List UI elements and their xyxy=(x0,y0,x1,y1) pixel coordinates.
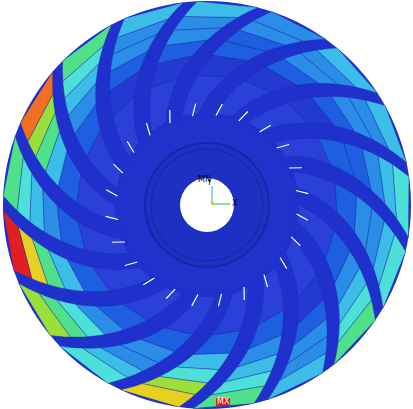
blade-band xyxy=(57,205,85,250)
slit xyxy=(166,289,175,298)
blade-band xyxy=(20,71,53,141)
blade xyxy=(150,1,259,131)
slit xyxy=(297,214,308,220)
origin xyxy=(211,202,214,205)
blade-band xyxy=(184,1,258,17)
slit xyxy=(112,241,125,242)
blade-band xyxy=(193,386,264,408)
blade-band xyxy=(3,136,23,211)
slit xyxy=(239,112,248,121)
blade-band xyxy=(60,346,128,383)
slit xyxy=(114,164,123,173)
slit xyxy=(296,191,309,194)
slit xyxy=(280,258,287,269)
blade-band xyxy=(158,40,208,63)
blade-band xyxy=(293,172,337,212)
blade-band xyxy=(174,16,238,30)
slit xyxy=(193,104,196,117)
slit xyxy=(125,262,137,266)
slit xyxy=(192,295,198,306)
blade-band xyxy=(268,353,326,400)
blade-band xyxy=(212,287,248,335)
slit xyxy=(169,110,170,123)
blade xyxy=(121,287,249,407)
blade-band xyxy=(379,234,406,308)
axis-x xyxy=(212,204,230,205)
blade-band xyxy=(193,331,240,355)
blade-band xyxy=(63,25,112,82)
hub-ring xyxy=(145,143,269,267)
slit xyxy=(277,144,289,148)
blade-band xyxy=(165,28,222,46)
blade-band xyxy=(393,165,409,238)
blade-band xyxy=(3,210,32,279)
hub-ring xyxy=(151,149,263,261)
slit xyxy=(243,287,244,300)
blade-band xyxy=(317,48,378,94)
blade-band xyxy=(334,300,376,365)
slit xyxy=(106,190,117,196)
blade-band xyxy=(254,12,326,42)
slit xyxy=(146,123,150,135)
blade-band xyxy=(78,222,129,254)
blade-band xyxy=(43,189,62,241)
slit xyxy=(289,167,302,168)
slit xyxy=(106,216,119,219)
blade-band xyxy=(335,184,357,233)
blade xyxy=(275,138,409,237)
bore xyxy=(180,178,234,232)
slit xyxy=(127,141,134,152)
blade-band xyxy=(30,173,44,231)
blade-band xyxy=(121,384,196,408)
slit xyxy=(260,125,271,132)
slit xyxy=(143,278,154,285)
plot-marker: Y xyxy=(207,179,212,187)
plot-marker: X xyxy=(232,200,237,208)
disc xyxy=(3,1,411,409)
slit xyxy=(216,104,222,115)
slit xyxy=(264,275,268,287)
blade-band xyxy=(19,283,71,337)
blade-band xyxy=(182,75,226,116)
blade-band xyxy=(176,353,229,369)
slit xyxy=(218,294,221,307)
slit xyxy=(291,237,300,246)
blade-band xyxy=(151,56,193,88)
hub xyxy=(119,117,295,293)
blade xyxy=(293,172,406,308)
axis-y xyxy=(212,186,213,204)
plot-marker: MX xyxy=(216,398,230,406)
